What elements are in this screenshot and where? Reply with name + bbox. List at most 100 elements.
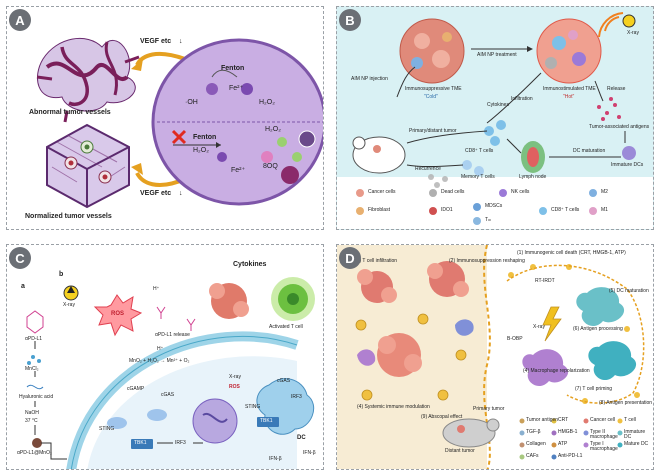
legend-d-item: T cell [624, 417, 636, 423]
normalized-vessels-illustration [46, 123, 130, 209]
oh-label: ·OH [185, 99, 198, 106]
cgas-label: cGAS [161, 392, 175, 398]
fe2-bottom-label: Fe²⁺ [231, 167, 246, 174]
panel-b: B [336, 6, 654, 230]
legend-d-item: Anti-PD-L1 [558, 453, 583, 459]
primary-distant-label: Primary/distant tumor [409, 128, 457, 134]
h2o2-mid-label: H₂O₂ [193, 147, 209, 154]
product-label: αPD-L1@MnO₂ [17, 450, 52, 456]
legend-b-item: IDO1 [441, 207, 453, 213]
cgamp-label: cGAMP [127, 386, 145, 392]
legend-d-item: Type I macrophage [590, 441, 618, 453]
panel-d-art [337, 245, 645, 469]
legend-b-item: M2 [601, 189, 608, 195]
naoh-label: NaOH [25, 410, 39, 416]
cytokines-c-label: Cytokines [233, 261, 267, 268]
dc-label: DC [297, 435, 306, 441]
hot-label: "Hot" [563, 94, 575, 100]
vegf-top-down-icon: ↓ [179, 38, 183, 45]
recurrence-label: Recurrence [415, 166, 441, 172]
legend-d-item: TGF-β [526, 429, 541, 435]
opdl1-label: αPD-L1 [25, 336, 43, 342]
s3-label: (3) T cell infiltration [355, 258, 398, 264]
irf3-right-label: IRF3 [291, 394, 302, 400]
vegf-top-label: VEGF etc [140, 38, 172, 45]
irf3-label: IRF3 [175, 440, 186, 446]
panel-a: A [6, 6, 324, 230]
normalized-label: Normalized tumor vessels [25, 213, 112, 220]
legend-b-icons [356, 189, 597, 225]
infiltration-label: Infiltration [511, 96, 533, 102]
panel-b-art [337, 12, 653, 229]
s1-label: (1) Immunogenic cell death (CRT, HMGB-1,… [517, 250, 626, 256]
sub-b-label: b [59, 271, 64, 278]
s2-label: (2) Immunosuppression reshaping [449, 258, 525, 264]
legend-b-item: CD8⁺ T cells [551, 207, 580, 213]
dc-maturation-label: DC maturation [573, 148, 606, 154]
rt-label: RT-IRDT [535, 278, 555, 284]
legend-b-item: M1 [601, 207, 608, 213]
panel-c: C [6, 244, 324, 470]
s9-label: (9) Abscopal effect [421, 414, 463, 420]
legend-d-item: Cancer cell [590, 417, 616, 423]
mncl2-label: MnCl₂ [25, 366, 39, 372]
arrow-top [135, 51, 186, 67]
ifnb-label: IFN-β [269, 456, 282, 462]
panel-d: D [336, 244, 654, 470]
sting-right-label: STING [245, 404, 261, 410]
red-x-icon [171, 129, 187, 145]
panel-letter-c: C [9, 247, 31, 269]
legend-d-item: ATP [558, 441, 568, 447]
s8-label: (8) Antigen presentation [599, 400, 653, 406]
legend-d-item: Collagen [526, 441, 546, 447]
tbk1-right-label: TBK1 [260, 418, 273, 424]
xray-c-label: X-ray [63, 302, 75, 308]
ros-mid-label: ROS [229, 384, 240, 390]
cgas-right-label: cGAS [277, 378, 291, 384]
legend-d-item: HMGB-1 [558, 429, 578, 435]
hot-tme-label: Immunostimulated TME [543, 86, 596, 92]
cd8-label: CD8⁺ T cells [465, 148, 494, 154]
taa-label: Tumor-associated antigens [589, 124, 650, 130]
h2o2-top-label: H₂O₂ [259, 99, 275, 106]
cold-label: "Cold" [424, 94, 438, 100]
legend-d-item: Immature DC [624, 429, 646, 441]
aim-treatment-label: AIM NP treatment [477, 52, 517, 58]
panel-letter-d: D [339, 247, 361, 269]
panel-letter-b: B [339, 9, 361, 31]
panel-a-art [36, 38, 323, 209]
s5-label: (5) DC maturation [609, 288, 649, 294]
activated-t-label: Activated T cell [269, 324, 303, 330]
memory-t-label: Memory T cells [461, 174, 495, 180]
release-label: Release [607, 86, 626, 92]
legend-b-item: Dead cells [441, 189, 465, 195]
distant-label: Distant tumor [445, 448, 475, 454]
cold-tme-label: Immunosuppressive TME [405, 86, 462, 92]
opdl1-release-label: αPD-L1 release [155, 332, 190, 338]
vegf-bottom-down-icon: ↓ [179, 190, 183, 197]
sub-a-label: a [21, 283, 25, 290]
xray-mid-label: X-ray [229, 374, 241, 380]
ros-label: ROS [111, 311, 125, 317]
tbk1-label: TBK1 [134, 440, 147, 446]
reaction-label: MnO₂ + H₂O₂ → Mn²⁺ + O₂ [129, 358, 190, 364]
panel-c-art [26, 277, 315, 469]
legend-d-item: Mature DC [624, 441, 649, 447]
fe2-top-label: Fe²⁺ [229, 85, 244, 92]
s7-label: (7) T cell priming [575, 386, 613, 392]
legend-b-item: NK cells [511, 189, 530, 195]
xray-d-label: X-ray [533, 324, 545, 330]
hplus-mid-label: H⁺ [157, 346, 164, 352]
legend-b-item: Fibroblast [368, 207, 390, 213]
legend-d-item: CRT [558, 417, 569, 423]
soq-label: 8OQ [263, 163, 278, 170]
legend-b-item: Tₘ [485, 217, 492, 223]
hplus-top-label: H⁺ [153, 286, 160, 292]
legend-b-item: MDSCs [485, 203, 503, 209]
bobp-label: B-OBP [507, 336, 523, 342]
aim-injection-label: AIM NP injection [351, 76, 388, 82]
s4m-label: (4) Macrophage repolarization [523, 368, 590, 374]
legend-d-item: Type II macrophage [590, 429, 618, 441]
abnormal-label: Abnormal tumor vessels [29, 109, 111, 116]
